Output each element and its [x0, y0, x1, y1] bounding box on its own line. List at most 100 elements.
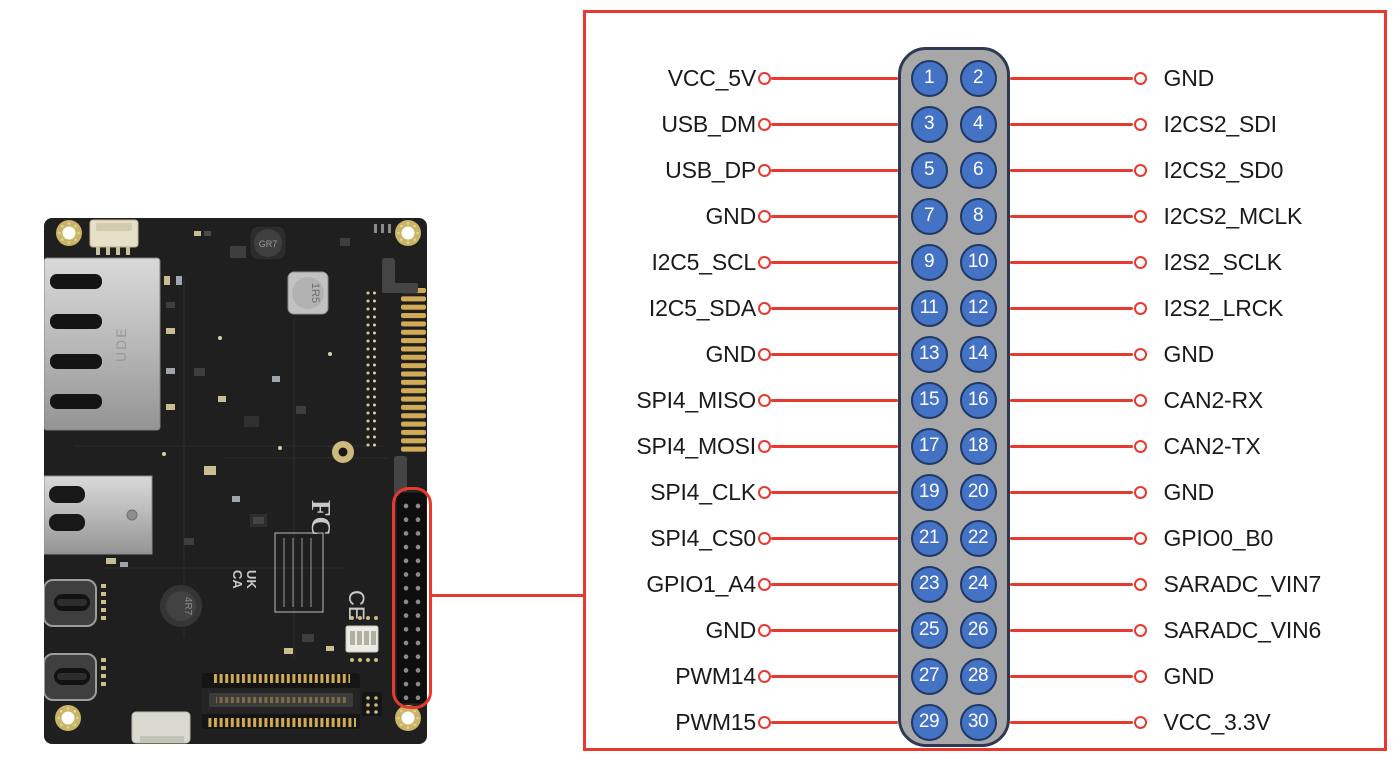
pin-row: GND 13 14 GND — [586, 331, 1384, 377]
wire-node-left — [758, 485, 771, 499]
edge-connector-pins — [401, 288, 426, 455]
pin-circle: 23 — [910, 565, 948, 603]
wire-right — [1010, 628, 1133, 632]
wire-left — [771, 536, 898, 540]
pinout-detail-box: VCC_5V 1 2 GND USB_DM 3 4 I2CS2_SDI USB_… — [583, 10, 1387, 751]
wire-left — [771, 76, 898, 80]
svg-text:4R7: 4R7 — [182, 597, 193, 616]
wire-node-right — [1133, 71, 1147, 85]
wire-node-left — [758, 715, 771, 729]
wire-node-right — [1133, 347, 1147, 361]
pin-label-right: I2CS2_SD0 — [1163, 156, 1284, 183]
wire-node-right — [1133, 117, 1147, 131]
pin-label-left: USB_DM — [661, 110, 756, 137]
wire-node-right — [1133, 301, 1147, 315]
wire-node-right — [1133, 577, 1147, 591]
pin-row: SPI4_MOSI 17 18 CAN2-TX — [586, 423, 1384, 469]
pin-label-left: SPI4_MISO — [636, 386, 756, 413]
wire-right — [1010, 536, 1133, 540]
pin-circle: 30 — [959, 703, 997, 741]
pin-circle: 6 — [959, 151, 997, 189]
pin-label-left: GND — [705, 202, 756, 229]
pin-row: SPI4_CLK 19 20 GND — [586, 469, 1384, 515]
pin-row: GND 25 26 SARADC_VIN6 — [586, 607, 1384, 653]
pin-row: GPIO1_A4 23 24 SARADC_VIN7 — [586, 561, 1384, 607]
gpio-header-highlight — [392, 487, 432, 709]
pin-label-left: I2C5_SDA — [648, 294, 756, 321]
smd-components — [106, 224, 391, 654]
wire-node-right — [1133, 163, 1147, 177]
wire-right — [1010, 398, 1133, 402]
pin-label-right: I2CS2_MCLK — [1163, 202, 1303, 229]
pin-row: GND 7 8 I2CS2_MCLK — [586, 193, 1384, 239]
usb-c-port — [44, 653, 106, 701]
edge-bracket — [382, 283, 418, 293]
pin-label-right: SARADC_VIN6 — [1163, 616, 1322, 643]
pin-circle: 19 — [910, 473, 948, 511]
hdmi-port — [44, 475, 153, 555]
svg-text:UK: UK — [244, 570, 259, 589]
pin-circle: 25 — [910, 611, 948, 649]
wire-node-right — [1133, 209, 1147, 223]
pin-circle: 1 — [910, 59, 948, 97]
ukca-mark: UK CA — [230, 570, 259, 589]
pin-circle: 16 — [959, 381, 997, 419]
wire-left — [771, 674, 898, 678]
inductor-gr7: GR7 — [249, 225, 287, 261]
pin-label-right: I2S2_LRCK — [1163, 294, 1284, 321]
wire-left — [771, 260, 898, 264]
wire-left — [771, 168, 898, 172]
svg-text:CA: CA — [230, 570, 245, 589]
pin-label-left: VCC_5V — [667, 64, 756, 91]
pin-label-right: SARADC_VIN7 — [1163, 570, 1322, 597]
wire-node-left — [758, 347, 771, 361]
screw-pad — [332, 441, 354, 463]
pin-row: USB_DP 5 6 I2CS2_SD0 — [586, 147, 1384, 193]
pin-label-left: GND — [705, 340, 756, 367]
ce-mark: CE — [344, 590, 369, 621]
fcc-mark: FC — [306, 500, 336, 536]
wire-node-right — [1133, 485, 1147, 499]
pin-circle: 27 — [910, 657, 948, 695]
wire-right — [1010, 306, 1133, 310]
pin-circle: 18 — [959, 427, 997, 465]
inductor-1r5: 1R5 — [287, 271, 329, 315]
pin-circle: 14 — [959, 335, 997, 373]
pin-label-left: GPIO1_A4 — [646, 570, 756, 597]
pin-circle: 12 — [959, 289, 997, 327]
pin-label-right: GND — [1163, 662, 1215, 689]
pin-label-right: I2CS2_SDI — [1163, 110, 1277, 137]
pin-label-right: GND — [1163, 64, 1215, 91]
wire-node-left — [758, 669, 771, 683]
wire-node-right — [1133, 669, 1147, 683]
board-photo: UDE — [44, 218, 427, 744]
svg-text:GR7: GR7 — [259, 239, 278, 249]
dip-switch — [345, 616, 379, 662]
wire-node-left — [758, 301, 771, 315]
pin-label-left: I2C5_SCL — [651, 248, 756, 275]
wire-right — [1010, 260, 1133, 264]
pin-circle: 4 — [959, 105, 997, 143]
wire-left — [771, 490, 898, 494]
wire-node-right — [1133, 715, 1147, 729]
pin-circle: 17 — [910, 427, 948, 465]
wire-left — [771, 628, 898, 632]
wire-node-right — [1133, 439, 1147, 453]
pin-label-left: SPI4_CS0 — [650, 524, 756, 551]
pcb-traces — [74, 278, 389, 658]
wire-right — [1010, 168, 1133, 172]
usb-c-port — [44, 579, 106, 627]
fan-connector — [89, 219, 139, 255]
wire-node-right — [1133, 255, 1147, 269]
wire-node-left — [758, 163, 771, 177]
pin-label-right: CAN2-TX — [1163, 432, 1261, 459]
pin-label-left: USB_DP — [665, 156, 756, 183]
pin-row: USB_DM 3 4 I2CS2_SDI — [586, 101, 1384, 147]
pin-label-left: GND — [705, 616, 756, 643]
pin-label-right: I2S2_SCLK — [1163, 248, 1283, 275]
wire-left — [771, 444, 898, 448]
pin-circle: 7 — [910, 197, 948, 235]
pin-row: PWM15 29 30 VCC_3.3V — [586, 699, 1384, 745]
pin-label-right: VCC_3.3V — [1163, 708, 1271, 735]
